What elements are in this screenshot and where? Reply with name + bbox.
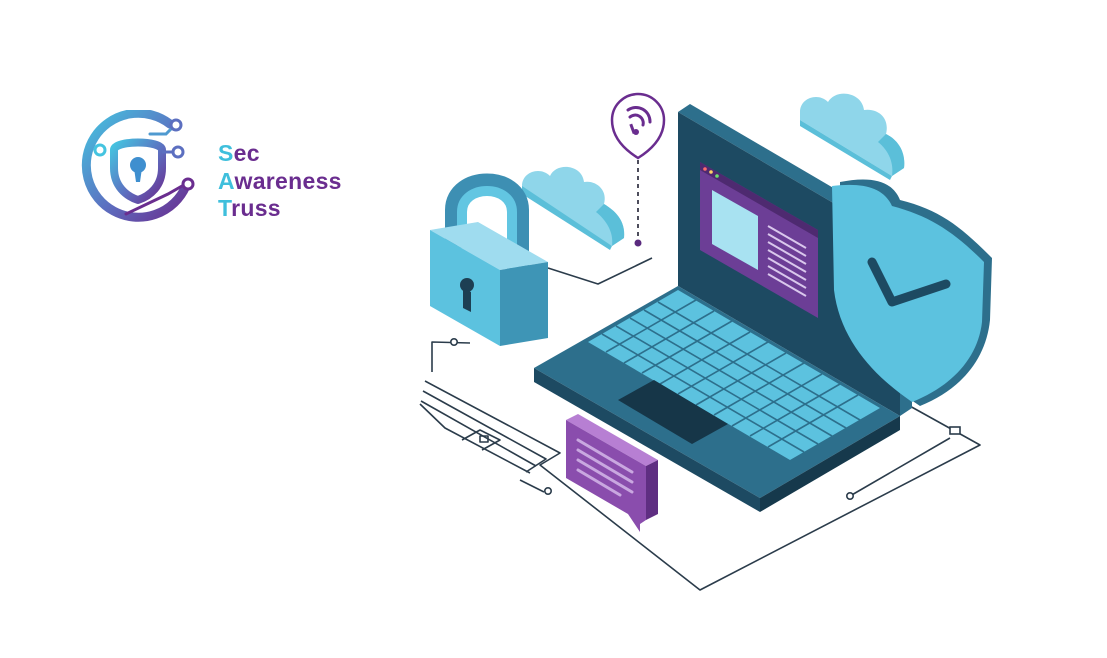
cloud-icon bbox=[522, 166, 625, 250]
wifi-icon bbox=[610, 92, 666, 247]
laptop-keyboard bbox=[588, 290, 880, 460]
cloud-icon bbox=[800, 93, 905, 180]
brand-initial: T bbox=[218, 195, 232, 221]
brand-logo: Sec Awareness Truss bbox=[78, 110, 388, 235]
brand-word-truss: Truss bbox=[218, 195, 342, 223]
circuit-lines bbox=[419, 257, 981, 591]
keyhole-shield-circuit-icon bbox=[81, 110, 195, 222]
circuit-nodes bbox=[449, 337, 961, 500]
laptop-trackpad bbox=[618, 380, 728, 444]
padlock-icon bbox=[430, 173, 548, 346]
chat-bubble-icon bbox=[566, 414, 658, 532]
brand-initial: A bbox=[218, 167, 235, 194]
brand-initial: S bbox=[218, 140, 234, 166]
brand-word-rest: ec bbox=[233, 140, 260, 166]
brand-word-sec: Sec bbox=[218, 140, 342, 168]
brand-name: Sec Awareness Truss bbox=[218, 140, 342, 223]
brand-word-rest: wareness bbox=[234, 167, 342, 194]
shield-check-icon bbox=[832, 179, 992, 406]
laptop-icon bbox=[534, 104, 912, 512]
brand-word-awareness: Awareness bbox=[218, 168, 342, 196]
brand-word-rest: russ bbox=[231, 195, 281, 221]
